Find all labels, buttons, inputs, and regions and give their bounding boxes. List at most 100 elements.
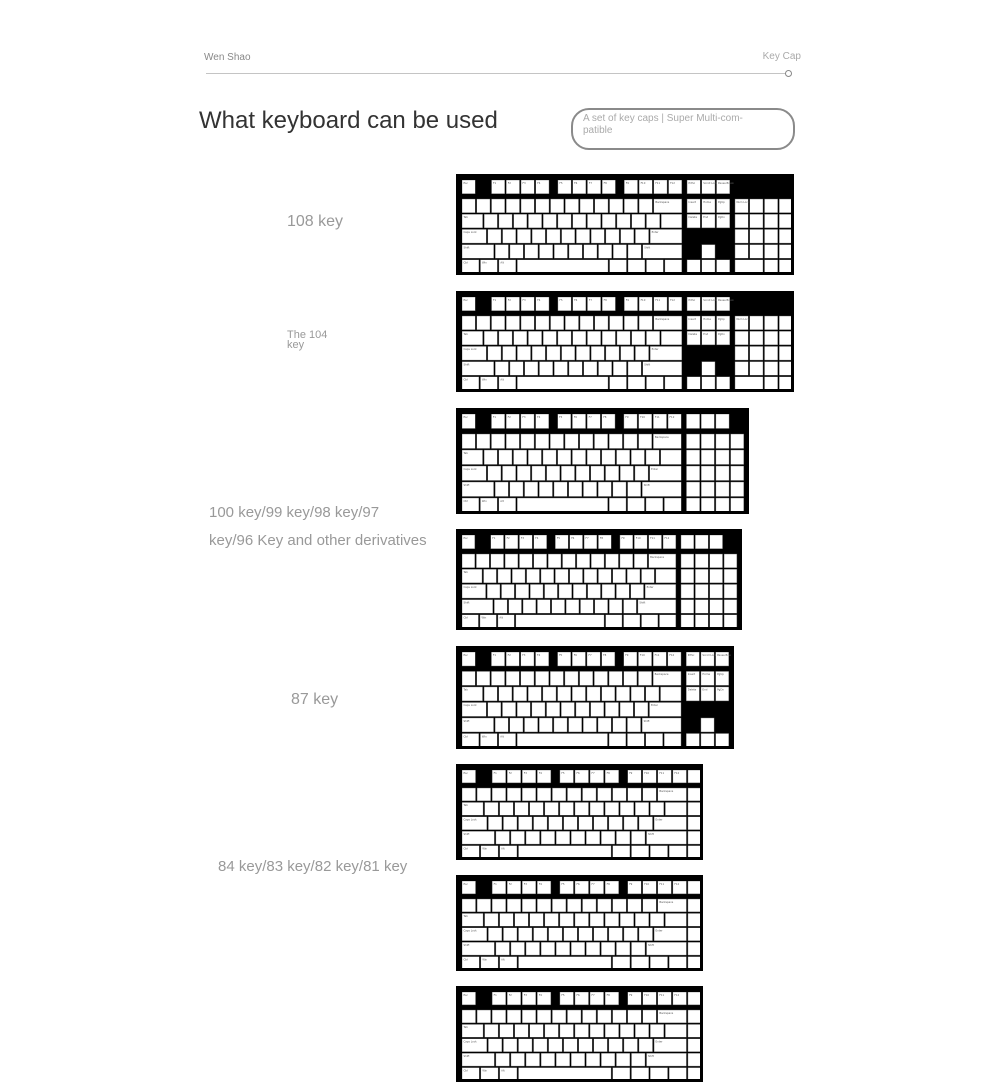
- keycap: [495, 244, 509, 259]
- keycap: [579, 433, 594, 449]
- keycap: [529, 913, 544, 927]
- keycap: [572, 686, 586, 702]
- key-legend: F2: [509, 882, 512, 886]
- label-108-key: 108 key: [287, 213, 344, 230]
- keycap: [589, 770, 604, 784]
- key-legend: Shift: [464, 362, 470, 366]
- keycap: [616, 449, 630, 465]
- keycap: [494, 599, 508, 614]
- key-legend: F10: [641, 298, 646, 302]
- keycap: [593, 816, 608, 830]
- keycap: [462, 376, 480, 389]
- keycap: [519, 535, 533, 549]
- keycap: [642, 481, 682, 497]
- keycap: [624, 315, 638, 330]
- key-legend: F10: [641, 181, 646, 185]
- keycap: [700, 717, 715, 733]
- key-legend: Win: [482, 261, 487, 265]
- keycap: [583, 535, 598, 549]
- key-legend: F3: [523, 298, 526, 302]
- keycap: [701, 198, 716, 213]
- keycap: [594, 198, 609, 213]
- keycap: [525, 831, 540, 845]
- keycap: [627, 898, 642, 913]
- keycap: [623, 433, 638, 449]
- keycap: [491, 297, 505, 311]
- key-legend: F8: [607, 771, 610, 775]
- keycap: [557, 686, 571, 702]
- keycap: [709, 599, 723, 614]
- keycap: [686, 376, 701, 389]
- keycap: [594, 433, 608, 449]
- keycap: [608, 733, 627, 746]
- keycap: [652, 671, 682, 686]
- key-legend: F7: [592, 993, 595, 997]
- keycap: [529, 802, 544, 816]
- keycap: [631, 956, 649, 968]
- keycap: [601, 414, 616, 429]
- keycap: [533, 816, 548, 830]
- keycap: [484, 913, 499, 927]
- keycap: [535, 198, 550, 213]
- keycap: [648, 553, 677, 568]
- keycap: [779, 331, 791, 346]
- keycap: [613, 244, 627, 259]
- keycap: [462, 845, 480, 857]
- keycap: [608, 671, 623, 686]
- key-legend: F10: [640, 653, 645, 657]
- key-legend: Ctrl: [464, 846, 469, 850]
- keycap: [552, 898, 567, 913]
- keycap: [623, 816, 638, 830]
- key-legend: F5: [559, 415, 562, 419]
- keycap: [701, 376, 716, 389]
- keycap: [631, 1053, 646, 1067]
- keycap: [506, 297, 520, 311]
- keycap: [563, 927, 578, 941]
- keycap: [589, 913, 604, 927]
- keycap: [779, 229, 791, 244]
- keycap: [608, 497, 627, 511]
- keycap: [764, 198, 778, 213]
- keycap: [490, 553, 504, 568]
- keycap: [623, 671, 638, 686]
- keycap: [533, 927, 548, 941]
- keycap: [686, 733, 700, 746]
- keycap: [531, 465, 546, 481]
- keycap: [462, 671, 476, 686]
- keycap: [686, 686, 700, 702]
- keycap: [557, 414, 572, 429]
- keycap: [557, 297, 572, 311]
- key-legend: F7: [592, 771, 595, 775]
- key-legend: Esc: [464, 298, 469, 302]
- keycap: [660, 449, 682, 465]
- keycap: [648, 535, 662, 549]
- keycap: [484, 1024, 499, 1038]
- keycap: [491, 414, 505, 429]
- keycap: [631, 845, 649, 857]
- keycap: [558, 584, 572, 599]
- keycap: [569, 535, 583, 549]
- keycap: [665, 802, 687, 816]
- keycap: [608, 433, 623, 449]
- keycap: [601, 652, 616, 667]
- keycap: [476, 198, 491, 213]
- keycap: [701, 315, 716, 330]
- keycap: [627, 770, 642, 784]
- keycap: [653, 297, 668, 311]
- keycap: [730, 449, 745, 465]
- key-legend: PrtSc: [689, 181, 696, 185]
- key-legend: F2: [509, 993, 512, 997]
- key-legend: Caps Lock: [464, 1040, 478, 1044]
- keycap: [531, 702, 546, 717]
- keycap: [587, 214, 601, 229]
- keycap: [561, 229, 576, 244]
- keycap: [687, 1009, 700, 1024]
- keycap: [480, 497, 498, 511]
- keycap: [476, 898, 491, 913]
- keycap: [646, 376, 664, 389]
- keycap: [779, 315, 791, 330]
- keycap: [680, 535, 695, 549]
